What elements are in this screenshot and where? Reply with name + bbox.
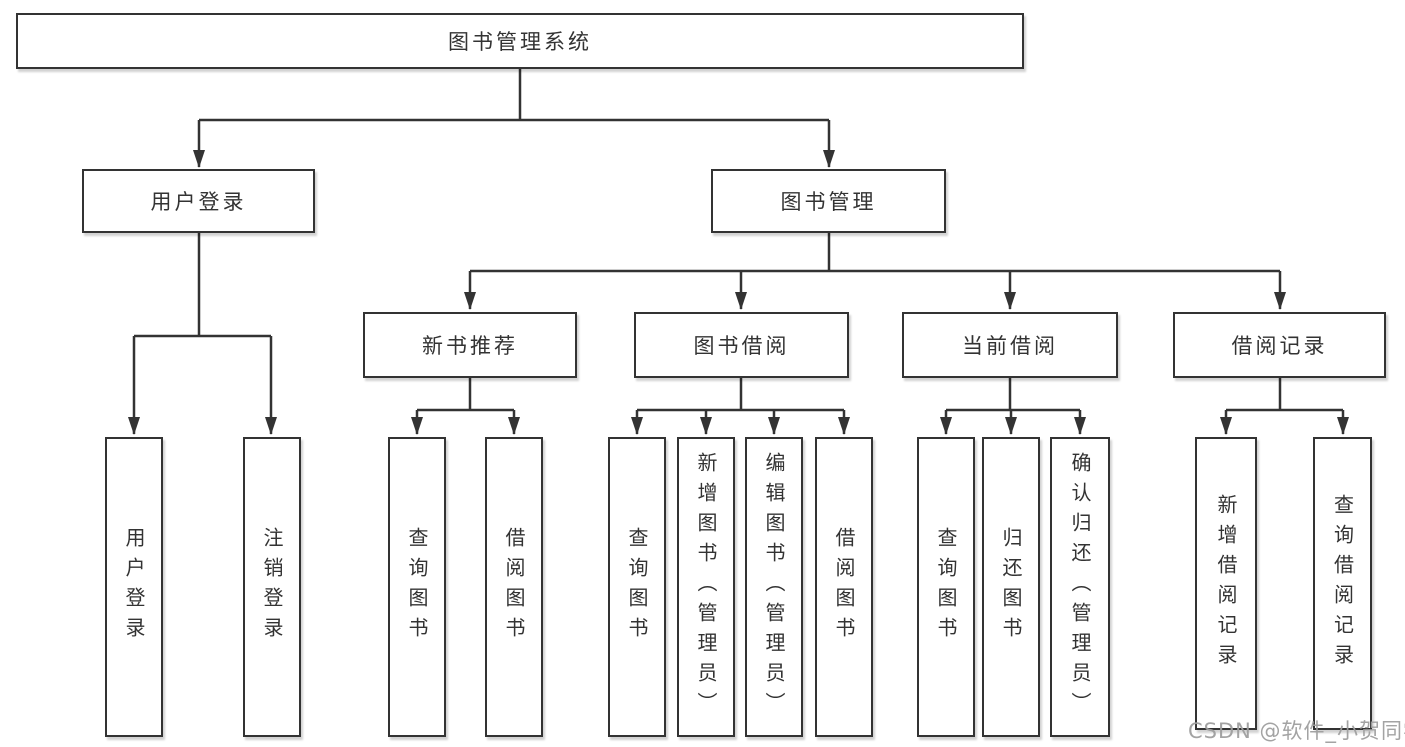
leaf-user-login-label: 用户登录 (122, 527, 146, 647)
leaf-current-return: 归还图书 (982, 437, 1040, 737)
leaf-record-add: 新增借阅记录 (1195, 437, 1257, 730)
node-borrow-record: 借阅记录 (1173, 312, 1386, 378)
leaf-logout-label: 注销登录 (260, 527, 284, 647)
leaf-current-confirm-return: 确认归还（管理员） (1050, 437, 1110, 737)
leaf-newbook-query-label: 查询图书 (405, 527, 429, 647)
node-user-login: 用户登录 (82, 169, 315, 233)
leaf-logout: 注销登录 (243, 437, 301, 737)
leaf-borrow-query-label: 查询图书 (625, 527, 649, 647)
node-book-borrow: 图书借阅 (634, 312, 849, 378)
node-new-book-recommend-label: 新书推荐 (422, 334, 518, 358)
leaf-record-add-label: 新增借阅记录 (1214, 493, 1238, 674)
leaf-record-query: 查询借阅记录 (1313, 437, 1372, 730)
node-current-borrow-label: 当前借阅 (962, 334, 1058, 358)
node-new-book-recommend: 新书推荐 (363, 312, 577, 378)
node-current-borrow: 当前借阅 (902, 312, 1118, 378)
node-user-login-label: 用户登录 (150, 190, 247, 214)
leaf-current-query: 查询图书 (917, 437, 975, 737)
leaf-borrow-query: 查询图书 (608, 437, 666, 737)
node-book-management-label: 图书管理 (780, 190, 877, 214)
leaf-user-login: 用户登录 (105, 437, 163, 737)
leaf-borrow-edit: 编辑图书（管理员） (745, 437, 803, 737)
leaf-borrow-edit-label: 编辑图书（管理员） (762, 452, 786, 722)
leaf-borrow-book: 借阅图书 (815, 437, 873, 737)
csdn-watermark: CSDN @软件_小贺同学 (1188, 719, 1405, 743)
leaf-newbook-borrow-label: 借阅图书 (502, 527, 526, 647)
leaf-borrow-add-label: 新增图书（管理员） (694, 452, 718, 722)
node-book-borrow-label: 图书借阅 (693, 334, 790, 358)
node-borrow-record-label: 借阅记录 (1231, 334, 1328, 358)
leaf-newbook-borrow: 借阅图书 (485, 437, 543, 737)
leaf-current-return-label: 归还图书 (999, 527, 1023, 647)
node-root-label: 图书管理系统 (448, 30, 592, 54)
leaf-newbook-query: 查询图书 (388, 437, 446, 737)
leaf-record-query-label: 查询借阅记录 (1330, 493, 1355, 674)
leaf-current-confirm-return-label: 确认归还（管理员） (1068, 452, 1092, 722)
leaf-current-query-label: 查询图书 (934, 527, 958, 647)
node-book-management: 图书管理 (711, 169, 946, 233)
node-root: 图书管理系统 (16, 13, 1024, 69)
leaf-borrow-add: 新增图书（管理员） (677, 437, 735, 737)
leaf-borrow-book-label: 借阅图书 (832, 527, 856, 647)
